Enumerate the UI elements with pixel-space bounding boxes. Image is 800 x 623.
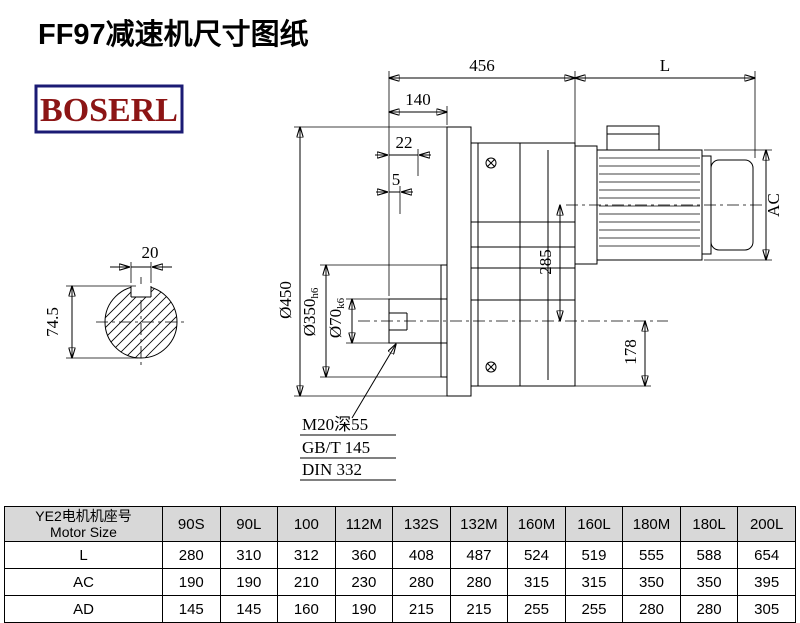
dim-key-width: 20	[110, 243, 172, 283]
header-cn: YE2电机机座号	[35, 508, 132, 524]
dim-285-label: 285	[536, 249, 555, 275]
value-cell: 280	[392, 568, 451, 596]
motor-fins	[599, 157, 700, 247]
value-cell: 145	[219, 595, 279, 623]
value-cell: 145	[162, 595, 221, 623]
table-header-motor-size: YE2电机机座号 Motor Size	[4, 506, 163, 542]
dim-70-value: Ø70	[326, 309, 345, 338]
note-din-332: DIN 332	[302, 460, 362, 479]
dim-key-height: 74.5	[43, 286, 138, 358]
value-cell: 487	[449, 541, 509, 569]
dim-140-label: 140	[405, 90, 431, 109]
dim-key-height-label: 74.5	[43, 307, 62, 337]
dim-motor-length-L-label: L	[660, 56, 670, 75]
value-cell: 654	[737, 541, 796, 569]
value-cell: 555	[622, 541, 681, 569]
table-row-AC: AC 190 190 210 230 280 280 315 315 350 3…	[4, 568, 796, 596]
terminal-box	[606, 125, 660, 151]
header-cell: 180M	[622, 506, 681, 542]
value-cell: 280	[622, 595, 681, 623]
diameter-dimensions: Ø450 Ø350h6 Ø70k6	[276, 127, 447, 396]
output-shaft	[388, 298, 448, 344]
dim-shaft-dia-70-label: Ø70k6	[326, 297, 347, 338]
gear-housing	[470, 142, 576, 387]
table-header-row: YE2电机机座号 Motor Size 90S 90L 100 112M 132…	[4, 506, 796, 542]
row-label: L	[4, 541, 163, 569]
value-cell: 588	[679, 541, 739, 569]
header-cell: 200L	[737, 506, 796, 542]
value-cell: 190	[334, 595, 394, 623]
vertical-dimensions: AC 285 178	[536, 150, 783, 386]
value-cell: 310	[219, 541, 279, 569]
header-cell: 180L	[679, 506, 739, 542]
value-cell: 350	[679, 568, 739, 596]
motor	[574, 125, 754, 265]
row-label: AC	[4, 568, 163, 596]
value-cell: 350	[622, 568, 681, 596]
value-cell: 255	[507, 595, 566, 623]
dim-flange-dia-450-label: Ø450	[276, 281, 295, 319]
fan-cover	[710, 159, 754, 251]
header-cell: 160L	[564, 506, 624, 542]
keyway	[130, 286, 152, 298]
brand-logo: BOSERL	[34, 84, 184, 134]
keyway-mask	[131, 284, 151, 297]
value-cell: 312	[277, 541, 336, 569]
header-cell: 90L	[219, 506, 279, 542]
header-cell: 90S	[162, 506, 221, 542]
page-title: FF97减速机尺寸图纸	[38, 17, 309, 51]
header-cell: 132S	[392, 506, 451, 542]
value-cell: 408	[392, 541, 451, 569]
header-cell: 112M	[334, 506, 394, 542]
dim-456-label: 456	[469, 56, 495, 75]
dim-350-value: Ø350	[300, 299, 319, 337]
value-cell: 230	[334, 568, 394, 596]
row-label: AD	[4, 595, 163, 623]
value-cell: 360	[334, 541, 394, 569]
dim-350-tolerance: h6	[309, 287, 321, 299]
table-row-AD: AD 145 145 160 190 215 215 255 255 280 2…	[4, 595, 796, 623]
value-cell: 519	[564, 541, 624, 569]
top-dimensions: 456 L 140 22 5	[375, 56, 755, 296]
logo-border	[34, 84, 184, 134]
value-cell: 315	[564, 568, 624, 596]
note-tap-hole: M20深55	[302, 415, 368, 434]
value-cell: 255	[564, 595, 624, 623]
value-cell: 280	[679, 595, 739, 623]
gearbox-dimension-drawing: FF97减速机尺寸图纸 BOSERL	[34, 17, 783, 481]
dim-178-label: 178	[621, 339, 640, 365]
value-cell: 280	[162, 541, 221, 569]
dim-22-label: 22	[396, 133, 413, 152]
value-cell: 395	[737, 568, 796, 596]
dim-70-tolerance: k6	[335, 297, 347, 309]
header-en: Motor Size	[50, 524, 117, 540]
header-cell: 132M	[449, 506, 509, 542]
dim-AC-label: AC	[764, 193, 783, 217]
dim-5-label: 5	[392, 170, 401, 189]
tap-hole-notes: M20深55 GB/T 145 DIN 332	[300, 344, 396, 481]
flange-plate	[446, 126, 472, 397]
logo-text: BOSERL	[40, 92, 178, 129]
dim-pilot-dia-350-label: Ø350h6	[300, 287, 321, 336]
value-cell: 215	[392, 595, 451, 623]
note-gbt-145: GB/T 145	[302, 438, 370, 457]
value-cell: 160	[277, 595, 336, 623]
motor-size-table: YE2电机机座号 Motor Size 90S 90L 100 112M 132…	[4, 506, 796, 623]
value-cell: 524	[507, 541, 566, 569]
bolt-symbol-top	[485, 157, 497, 169]
table-row-L: L 280 310 312 360 408 487 524 519 555 58…	[4, 541, 796, 569]
header-cell: 160M	[507, 506, 566, 542]
dim-key-width-label: 20	[142, 243, 159, 262]
shaft-section-view: 20 74.5	[43, 243, 186, 367]
value-cell: 190	[219, 568, 279, 596]
header-cell: 100	[277, 506, 336, 542]
bolt-symbol-bottom	[485, 361, 497, 373]
value-cell: 215	[449, 595, 509, 623]
front-view	[358, 125, 764, 397]
value-cell: 190	[162, 568, 221, 596]
value-cell: 210	[277, 568, 336, 596]
value-cell: 305	[737, 595, 796, 623]
value-cell: 280	[449, 568, 509, 596]
value-cell: 315	[507, 568, 566, 596]
